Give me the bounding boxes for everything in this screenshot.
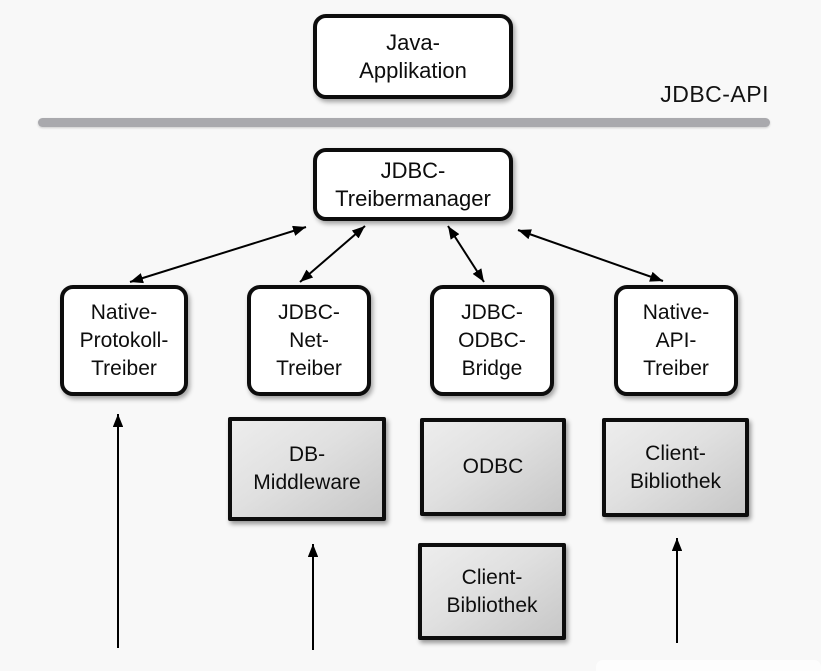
box-label-line: Applikation <box>359 57 467 83</box>
client-bibliothek-native-box: Client- Bibliothek <box>602 418 749 517</box>
box-label-line: Client- <box>645 441 706 465</box>
box-label-line: Net- <box>289 328 329 352</box>
jdbc-api-label: JDBC-API <box>660 81 769 107</box>
box-label-line: Bibliothek <box>629 469 722 493</box>
box-label-line: JDBC- <box>461 300 523 324</box>
jdbc-net-treiber-box: JDBC- Net- Treiber <box>247 285 371 396</box>
box-label-line: Middleware <box>253 471 361 494</box>
box-label-line: Bibliothek <box>446 593 538 617</box>
box-label-line: JDBC- <box>380 157 446 183</box>
box-label-line: ODBC- <box>458 328 526 352</box>
java-applikation-box: Java- Applikation <box>313 14 513 99</box>
box-label-line: ODBC <box>462 455 524 478</box>
arrow-treibermanager-jdbc-odbc <box>447 225 485 283</box>
box-label-line: Treiber <box>91 356 157 380</box>
cutoff-box-bottom-right <box>596 660 821 671</box>
box-label-line: Client- <box>461 565 523 589</box>
odbc-box: ODBC <box>420 418 566 516</box>
db-middleware-box: DB- Middleware <box>228 417 386 521</box>
native-protokoll-treiber-box: Native- Protokoll- Treiber <box>60 285 188 396</box>
arrow-treibermanager-native-api <box>517 229 664 282</box>
jdbc-api-divider <box>38 118 770 127</box>
box-label-line: API- <box>655 328 697 352</box>
box-label-line: JDBC- <box>278 300 340 324</box>
box-label-line: Native- <box>90 300 158 324</box>
jdbc-treibermanager-box: JDBC- Treibermanager <box>313 148 513 221</box>
native-api-treiber-box: Native- API- Treiber <box>614 285 738 396</box>
box-label-line: DB- <box>288 443 326 466</box>
arrow-treibermanager-jdbc-net <box>299 225 366 283</box>
jdbc-odbc-bridge-box: JDBC- ODBC- Bridge <box>430 285 554 396</box>
arrow-treibermanager-native-protokoll <box>129 225 307 284</box>
box-label-line: Treiber <box>276 356 342 380</box>
box-label-line: Bridge <box>461 356 523 380</box>
box-label-line: Java- <box>386 29 440 55</box>
box-label-line: Native- <box>642 300 710 324</box>
box-label-line: Treibermanager <box>335 185 491 211</box>
box-label-line: Protokoll- <box>79 328 169 352</box>
client-bibliothek-odbc-box: Client- Bibliothek <box>418 543 566 640</box>
box-label-line: Treiber <box>643 356 709 380</box>
